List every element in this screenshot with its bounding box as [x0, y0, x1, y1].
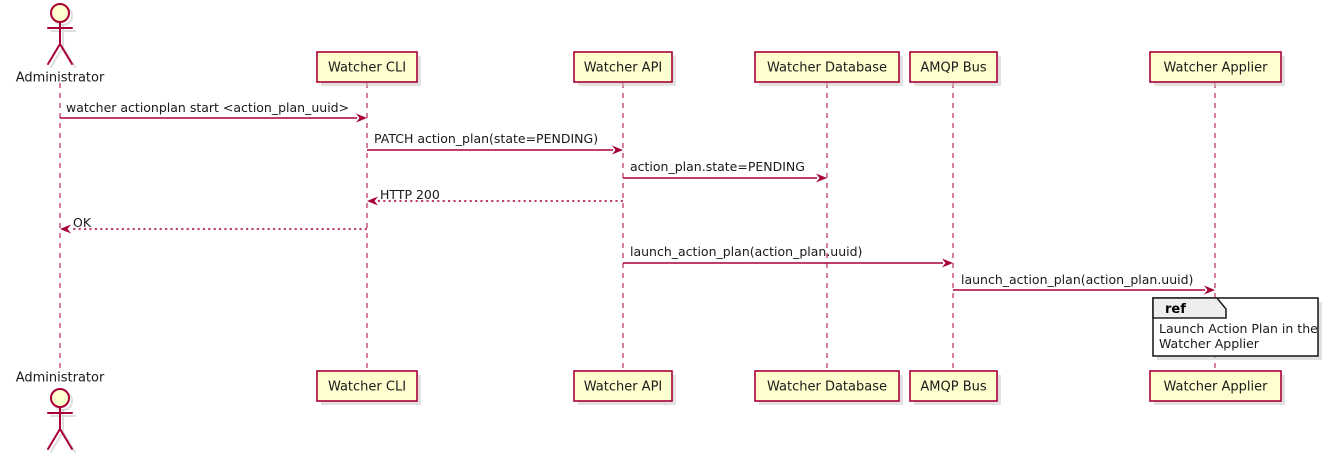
participant-label-amqp-bus: AMQP Bus [920, 380, 986, 395]
participant-watcher-api-top[interactable]: Watcher API [573, 51, 676, 86]
participant-label-watcher-cli: Watcher CLI [328, 61, 406, 76]
message-arrowhead-icon [367, 196, 378, 206]
message-arrowhead-icon [1204, 285, 1215, 295]
participant-watcher-api-bottom[interactable]: Watcher API [573, 370, 676, 405]
message-label: PATCH action_plan(state=PENDING) [374, 131, 598, 146]
ref-box [1152, 297, 1319, 357]
participant-watcher-database-bottom[interactable]: Watcher Database [754, 370, 903, 405]
participant-label-watcher-cli: Watcher CLI [328, 380, 406, 395]
ref-tab-label: ref [1165, 302, 1186, 317]
message-arrowhead-icon [60, 224, 71, 234]
ref-body-line-0: Launch Action Plan in the [1159, 321, 1318, 336]
participant-box-watcher-api[interactable] [573, 370, 673, 402]
message-5-watcher-api-to-amqp-bus: launch_action_plan(action_plan.uuid) [623, 244, 953, 268]
participant-label-watcher-database: Watcher Database [767, 380, 887, 395]
participant-box-watcher-applier[interactable] [1149, 370, 1282, 402]
message-2-watcher-api-to-watcher-database: action_plan.state=PENDING [623, 159, 827, 183]
participant-box-watcher-database[interactable] [754, 51, 900, 83]
participant-watcher-cli-bottom[interactable]: Watcher CLI [316, 370, 421, 405]
ref-body-line-1: Watcher Applier [1159, 336, 1260, 351]
participant-box-amqp-bus[interactable] [909, 51, 998, 83]
participant-watcher-applier-top[interactable]: Watcher Applier [1149, 51, 1285, 86]
actor-head-icon [50, 3, 70, 23]
participant-watcher-applier-bottom[interactable]: Watcher Applier [1149, 370, 1285, 405]
actor-head-icon [50, 388, 70, 408]
ref-tab [1152, 297, 1227, 319]
participant-watcher-database-top[interactable]: Watcher Database [754, 51, 903, 86]
message-label: action_plan.state=PENDING [630, 159, 805, 174]
messages-layer: watcher actionplan start <action_plan_uu… [60, 100, 1215, 295]
message-1-watcher-cli-to-watcher-api: PATCH action_plan(state=PENDING) [367, 131, 623, 155]
participant-box-watcher-api[interactable] [573, 51, 673, 83]
participant-amqp-bus-bottom[interactable]: AMQP Bus [909, 370, 1001, 405]
participant-administrator-top: Administrator [16, 3, 105, 86]
message-arrowhead-icon [356, 113, 367, 123]
participant-label-watcher-api: Watcher API [584, 380, 663, 395]
lifelines-layer [59, 83, 1216, 371]
participant-box-amqp-bus[interactable] [909, 370, 998, 402]
participant-box-watcher-database[interactable] [754, 370, 900, 402]
participant-label-administrator: Administrator [16, 71, 105, 86]
message-4-watcher-cli-to-administrator: OK [60, 215, 367, 234]
message-0-administrator-to-watcher-cli: watcher actionplan start <action_plan_uu… [60, 100, 367, 123]
message-label: watcher actionplan start <action_plan_uu… [66, 100, 349, 115]
message-3-watcher-api-to-watcher-cli: HTTP 200 [367, 187, 623, 206]
participant-label-watcher-applier: Watcher Applier [1164, 380, 1269, 395]
participant-administrator-bottom: Administrator [16, 371, 105, 453]
participant-label-administrator: Administrator [16, 371, 105, 386]
participant-watcher-cli-top[interactable]: Watcher CLI [316, 51, 421, 86]
actor-stick-figure-icon [47, 406, 73, 450]
participant-box-watcher-cli[interactable] [316, 51, 418, 83]
message-arrowhead-icon [942, 258, 953, 268]
participant-label-amqp-bus: AMQP Bus [920, 61, 986, 76]
participant-label-watcher-database: Watcher Database [767, 61, 887, 76]
message-arrowhead-icon [612, 145, 623, 155]
participant-box-watcher-applier[interactable] [1149, 51, 1282, 83]
actor-shadow [50, 24, 76, 68]
message-label: launch_action_plan(action_plan.uuid) [961, 272, 1193, 287]
participant-amqp-bus-top[interactable]: AMQP Bus [909, 51, 1001, 86]
message-label: OK [73, 215, 92, 230]
participant-label-watcher-applier: Watcher Applier [1164, 61, 1269, 76]
participant-box-watcher-cli[interactable] [316, 370, 418, 402]
message-label: HTTP 200 [380, 187, 440, 202]
message-label: launch_action_plan(action_plan.uuid) [630, 244, 862, 259]
actor-stick-figure-icon [47, 21, 73, 65]
actor-shadow [50, 409, 76, 453]
message-6-amqp-bus-to-watcher-applier: launch_action_plan(action_plan.uuid) [953, 272, 1215, 295]
message-arrowhead-icon [816, 173, 827, 183]
participant-label-watcher-api: Watcher API [584, 61, 663, 76]
